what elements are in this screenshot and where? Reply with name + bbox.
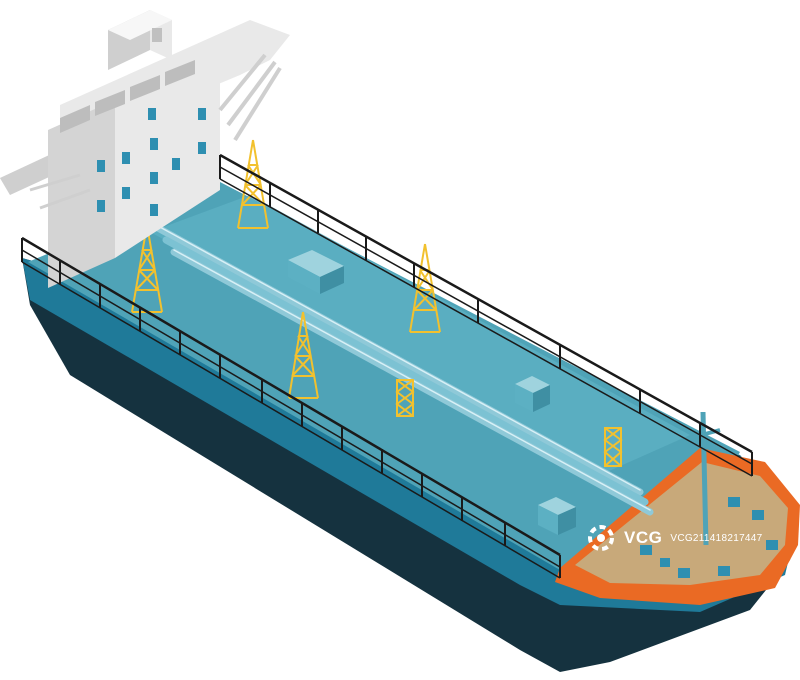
bow-deck <box>575 462 788 585</box>
windows <box>97 108 206 216</box>
bow-box <box>718 566 730 576</box>
bow-box <box>640 545 652 555</box>
deck-surface <box>28 182 740 570</box>
pipe <box>162 236 649 506</box>
support-strut <box>218 53 282 142</box>
superstructure <box>0 10 290 288</box>
bow-box <box>752 510 764 520</box>
railing-far <box>219 153 753 477</box>
superstructure-side <box>115 55 220 258</box>
support-strut <box>29 173 91 210</box>
pipe <box>154 224 644 496</box>
bridge-wing-underside <box>0 150 60 195</box>
bow-box <box>728 497 740 507</box>
deck-center-strip <box>150 195 690 475</box>
bow-box <box>660 558 670 567</box>
tower <box>288 311 319 399</box>
container <box>288 250 344 294</box>
tower <box>131 224 163 313</box>
railings <box>21 153 753 579</box>
chimney-top <box>108 10 172 40</box>
bow <box>555 411 800 605</box>
container <box>515 376 550 412</box>
railing-near <box>21 236 561 579</box>
chimney-window <box>152 28 162 42</box>
bow-box <box>678 568 690 578</box>
container <box>538 497 576 535</box>
small-tower <box>603 427 623 467</box>
small-tower <box>395 379 415 417</box>
bow-box <box>766 540 778 550</box>
main-deck <box>28 182 740 570</box>
pipe-highlight <box>157 225 641 491</box>
deck-containers <box>288 250 576 535</box>
